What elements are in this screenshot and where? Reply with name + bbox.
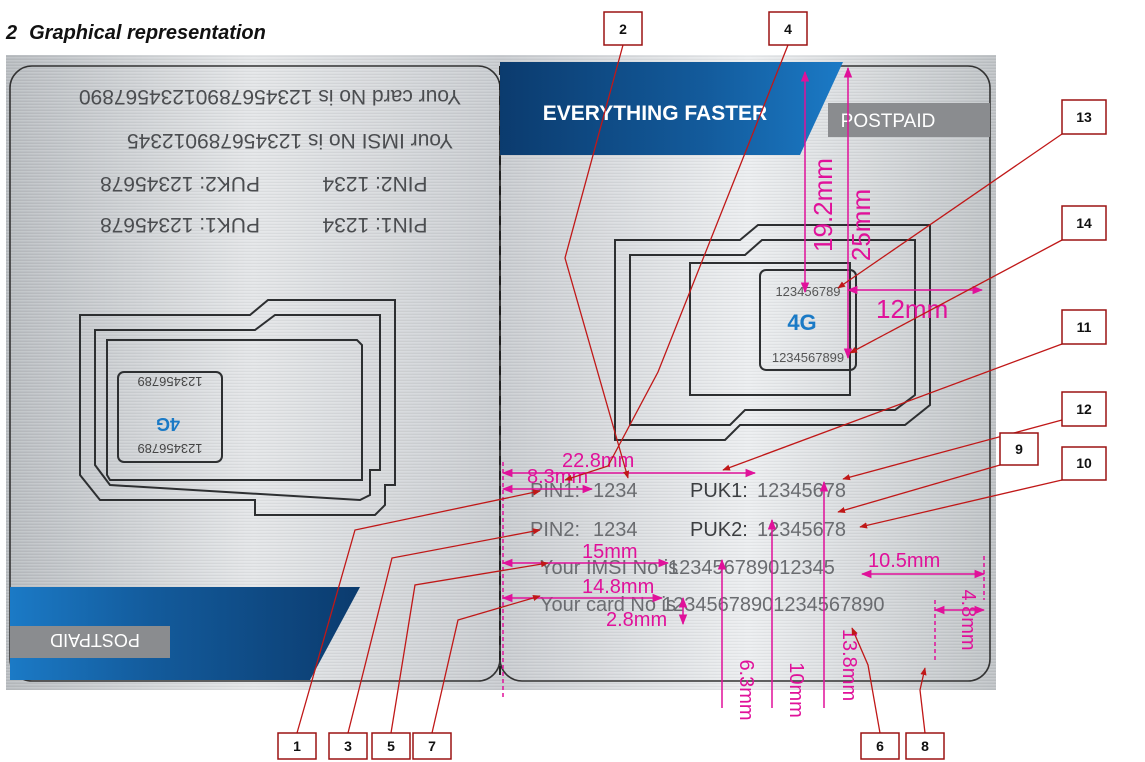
callout-4: 4 xyxy=(768,11,808,46)
puk2-label: PUK2: xyxy=(690,519,748,541)
dim-8-3-label: 8.3mm xyxy=(527,466,588,488)
dimension-annotations xyxy=(501,66,986,708)
front-banner-text: EVERYTHING FASTER xyxy=(543,102,767,125)
callout-2: 2 xyxy=(603,11,643,46)
callout-7: 7 xyxy=(412,732,452,760)
dim-10-5-label: 10.5mm xyxy=(868,550,940,572)
dimension-labels: 19.2mm 25mm 12mm 22.8mm 8.3mm 15mm 14.8m… xyxy=(527,158,979,721)
dim-12-label: 12mm xyxy=(876,294,948,324)
front-4g-logo: 4G xyxy=(787,310,816,335)
back-postpaid-box xyxy=(10,626,170,658)
svg-text:12: 12 xyxy=(1076,401,1092,417)
svg-text:3: 3 xyxy=(344,738,352,754)
callout-13: 13 xyxy=(1061,99,1107,135)
dim-15-label: 15mm xyxy=(582,541,638,563)
callout-11: 11 xyxy=(1061,309,1107,345)
imsi-value: 123456789012345 xyxy=(668,557,835,579)
dim-4-8-label: 4.8mm xyxy=(957,589,979,650)
callout-3: 3 xyxy=(328,732,368,760)
back-line-pin2: PIN2: 1234 xyxy=(322,172,427,195)
callout-12: 12 xyxy=(1061,391,1107,427)
dim-14-8-label: 14.8mm xyxy=(582,576,654,598)
puk1-value: 12345678 xyxy=(757,480,846,502)
dim-22-8-label: 22.8mm xyxy=(562,450,634,472)
pin1-value: 1234 xyxy=(593,480,638,502)
svg-text:4: 4 xyxy=(784,21,792,37)
section-heading: 2 Graphical representation xyxy=(6,22,266,45)
svg-text:10: 10 xyxy=(1076,455,1092,471)
callout-8: 8 xyxy=(905,732,945,760)
pin2-value: 1234 xyxy=(593,519,638,541)
back-line-puk2: PUK2: 12345678 xyxy=(100,172,260,195)
front-postpaid-text: POSTPAID xyxy=(841,111,936,132)
back-sim-number-bottom: 123456789 xyxy=(137,441,202,456)
back-sim-number-top: 123456789 xyxy=(137,374,202,389)
callout-10: 10 xyxy=(1061,446,1107,481)
callout-1: 1 xyxy=(277,732,317,760)
front-postpaid-box xyxy=(828,103,990,137)
pin2-label: PIN2: xyxy=(530,519,580,541)
svg-text:13: 13 xyxy=(1076,109,1092,125)
back-4g-logo: 4G xyxy=(156,414,180,434)
dim-10-label: 10mm xyxy=(785,662,807,718)
svg-text:8: 8 xyxy=(921,738,929,754)
dim-19-2-label: 19.2mm xyxy=(808,158,838,252)
card-back-panel: EVERYTHING FASTER POSTPAID Your card No … xyxy=(10,62,843,736)
svg-text:6: 6 xyxy=(876,738,884,754)
top-banner xyxy=(500,62,843,155)
card-no-value: 12345678901234567890 xyxy=(662,594,884,616)
callout-5: 5 xyxy=(371,732,411,760)
back-line-imsi: Your IMSI No is 123456789012345 xyxy=(127,129,453,152)
callout-6: 6 xyxy=(860,732,900,760)
svg-text:5: 5 xyxy=(387,738,395,754)
back-banner-text: EVERYTHING FASTER xyxy=(233,710,479,736)
callout-leaders xyxy=(296,44,1063,734)
svg-text:14: 14 xyxy=(1076,215,1092,231)
back-line-pin1: PIN1: 1234 xyxy=(322,213,427,236)
puk1-label: PUK1: xyxy=(690,480,748,502)
svg-text:9: 9 xyxy=(1015,441,1023,457)
back-line-card: Your card No is 12345678901234567890 xyxy=(79,85,461,108)
callout-9: 9 xyxy=(999,432,1039,466)
dim-2-8-label: 2.8mm xyxy=(606,609,667,631)
callout-boxes: 2 4 13 14 11 12 9 10 1 3 5 7 6 8 xyxy=(277,11,1107,760)
front-sim-number: 123456789 xyxy=(775,284,840,299)
dim-13-8-label: 13.8mm xyxy=(838,629,860,701)
section-number: 2 xyxy=(6,22,18,44)
back-line-puk1: PUK1: 12345678 xyxy=(100,213,260,236)
dim-6-3-label: 6.3mm xyxy=(735,659,757,720)
back-sim-cutout xyxy=(79,299,396,516)
svg-text:2: 2 xyxy=(619,21,627,37)
svg-text:1: 1 xyxy=(293,738,301,754)
front-sim-number-long: 1234567899 xyxy=(772,350,844,365)
puk2-value: 12345678 xyxy=(757,519,846,541)
svg-text:11: 11 xyxy=(1077,319,1092,335)
svg-text:7: 7 xyxy=(428,738,436,754)
section-title: Graphical representation xyxy=(29,22,266,44)
back-postpaid-text: POSTPAID xyxy=(50,630,140,650)
callout-14: 14 xyxy=(1061,205,1107,241)
dim-25-label: 25mm xyxy=(846,189,876,261)
